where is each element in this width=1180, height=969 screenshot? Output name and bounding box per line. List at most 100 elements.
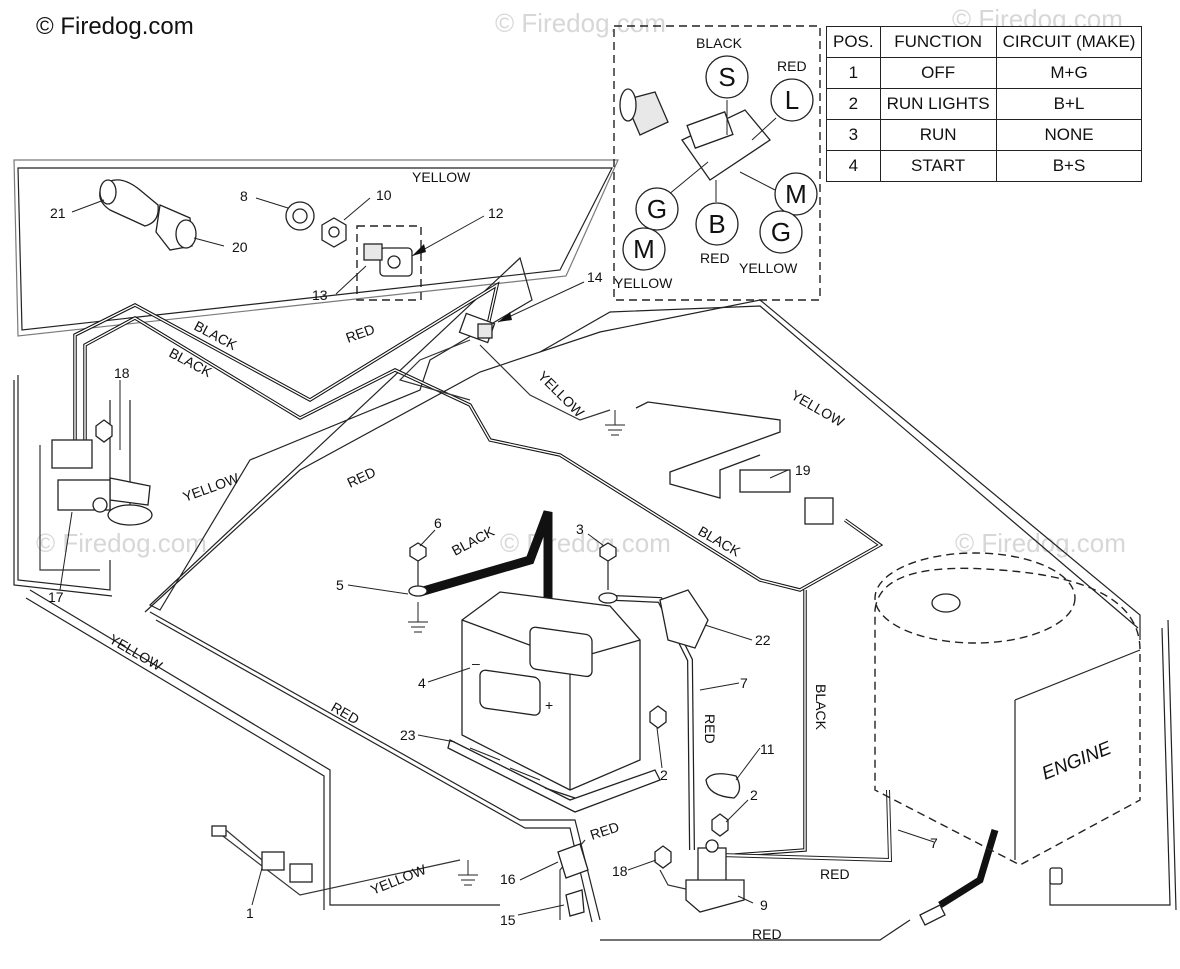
inset-label-yellow-m: YELLOW: [614, 275, 673, 291]
svg-text:S: S: [718, 62, 735, 92]
part-number-7: 7: [930, 835, 938, 851]
table-cell: M+G: [995, 57, 1143, 89]
battery-tray-23: [447, 739, 661, 813]
inset-label-black: BLACK: [696, 35, 743, 51]
part-number-16: 16: [500, 871, 516, 887]
wire-label-yellow: YELLOW: [535, 368, 588, 421]
chassis-outline: [13, 159, 1177, 941]
table-cell: 1: [826, 57, 881, 89]
part-number-1: 1: [246, 905, 254, 921]
headlight-bulb: [99, 179, 159, 227]
ground-symbol: [408, 410, 625, 886]
part-number-2: 2: [750, 787, 758, 803]
table-row: 4 START B+S: [826, 150, 1143, 182]
table-header-row: POS. FUNCTION CIRCUIT (MAKE): [826, 26, 1143, 58]
insulator-11: [705, 773, 741, 799]
svg-text:B: B: [708, 209, 725, 239]
bolt-18-lower: [654, 845, 672, 869]
ignition-switch: [619, 88, 771, 181]
part-number-23: 23: [400, 727, 416, 743]
col-header-circuit: CIRCUIT (MAKE): [995, 26, 1143, 58]
wire-label-red: RED: [702, 714, 718, 744]
wire-label-red: RED: [588, 819, 621, 843]
nut-10: [321, 217, 347, 248]
terminal-boot-22: [659, 589, 709, 649]
watermark: © Firedog.com: [36, 528, 207, 558]
part-number-18: 18: [612, 863, 628, 879]
steering-column: [107, 400, 153, 526]
part-number-14: 14: [587, 269, 603, 285]
table-cell: OFF: [879, 57, 997, 89]
part-number-3: 3: [576, 521, 584, 537]
seat-switch-17: [51, 439, 111, 513]
connector-1: [211, 825, 313, 883]
part-number-18: 18: [114, 365, 130, 381]
switch-function-table: POS. FUNCTION CIRCUIT (MAKE) 1 OFF M+G 2…: [826, 26, 1143, 182]
fuse-holder-16: [557, 843, 589, 879]
wire-label-yellow: YELLOW: [368, 861, 429, 898]
battery-cable: [418, 510, 553, 600]
headlight-socket: [155, 204, 197, 251]
part-number-22: 22: [755, 632, 771, 648]
table-cell: 3: [826, 119, 881, 151]
terminal-m-left: [622, 227, 666, 271]
terminal-g-left: [635, 187, 679, 231]
col-header-pos: POS.: [826, 26, 881, 58]
wire-label-red: RED: [344, 321, 377, 346]
part-number-8: 8: [240, 188, 248, 204]
col-header-function: FUNCTION: [879, 26, 997, 58]
wire-label-black: BLACK: [813, 684, 829, 731]
spark-lead: [919, 904, 946, 926]
part-number-13: 13: [312, 287, 328, 303]
battery-minus: –: [472, 655, 480, 671]
solenoid-9: [685, 839, 745, 913]
ignition-inset-frame: [613, 25, 821, 301]
terminal-b: [695, 202, 739, 246]
part-number-5: 5: [336, 577, 344, 593]
wire-label-yellow: YELLOW: [181, 470, 242, 505]
key-switch-12: [363, 243, 413, 277]
table-cell: B+S: [995, 150, 1143, 182]
nut-2: [649, 705, 729, 837]
part-number-12: 12: [488, 205, 504, 221]
terminal-m-right: [774, 172, 818, 216]
battery-4: – +: [461, 591, 641, 791]
bolt-6: [408, 542, 428, 597]
bracket-19: [635, 401, 834, 525]
wire-label-yellow: YELLOW: [107, 631, 166, 674]
wire-label-red: RED: [820, 866, 850, 882]
part-number-19: 19: [795, 462, 811, 478]
terminal-s: [705, 55, 749, 99]
wire-label-yellow: YELLOW: [412, 169, 471, 185]
wire-label-yellow: YELLOW: [789, 387, 848, 430]
table-cell: START: [879, 150, 997, 182]
part-number-17: 17: [48, 589, 64, 605]
key-switch-box: [356, 225, 422, 301]
ignition-terminals: [667, 100, 777, 202]
table-row: 2 RUN LIGHTS B+L: [826, 88, 1143, 120]
part-number-11: 11: [760, 741, 775, 757]
part-number-4: 4: [418, 675, 426, 691]
table-row: 1 OFF M+G: [826, 57, 1143, 89]
bushing-8: [285, 201, 315, 231]
black-wire: [73, 281, 884, 857]
terminal-g-right: [759, 210, 803, 254]
wire-label-red: RED: [329, 699, 363, 728]
fuse-15: [565, 889, 585, 917]
table-cell: RUN: [879, 119, 997, 151]
svg-text:G: G: [647, 194, 667, 224]
svg-text:L: L: [785, 85, 799, 115]
part-number-6: 6: [434, 515, 442, 531]
thin-wires: [39, 339, 691, 920]
watermark: © Firedog.com: [495, 8, 666, 38]
wire-label-red: RED: [752, 926, 782, 942]
table-row: 3 RUN NONE: [826, 119, 1143, 151]
part-number-21: 21: [50, 205, 66, 221]
part-number-9: 9: [760, 897, 768, 913]
svg-text:M: M: [785, 179, 807, 209]
copyright-text: © Firedog.com: [36, 13, 194, 40]
table-cell: RUN LIGHTS: [879, 88, 997, 120]
battery-plus: +: [545, 697, 553, 713]
watermark: © Firedog.com: [500, 528, 671, 558]
